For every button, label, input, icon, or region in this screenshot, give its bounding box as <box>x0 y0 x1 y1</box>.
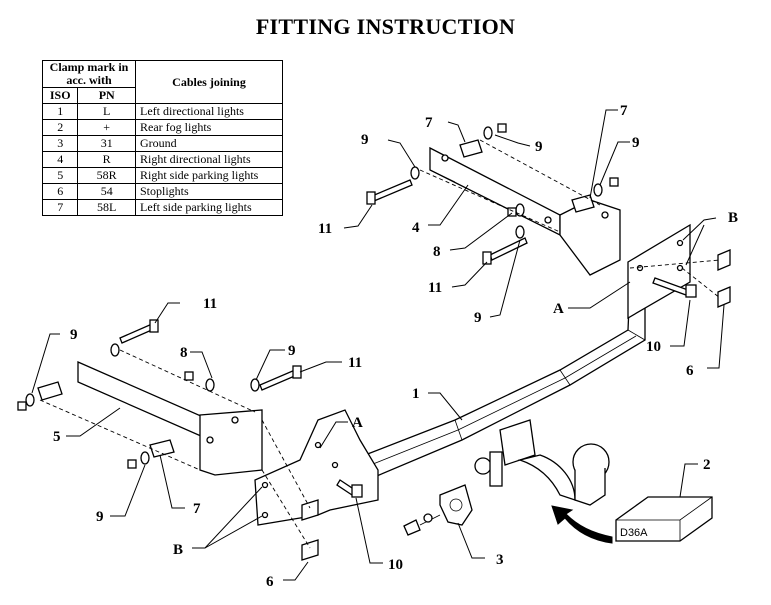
label-7: 7 <box>620 103 628 119</box>
tow-ball-assembly <box>474 419 610 506</box>
right-end-plate <box>627 223 691 320</box>
label-7: 7 <box>425 115 433 131</box>
label-11: 11 <box>318 221 332 237</box>
label-11: 11 <box>203 296 217 312</box>
label-7: 7 <box>193 501 201 517</box>
label-6: 6 <box>266 574 274 590</box>
label-8: 8 <box>433 244 441 260</box>
label-3: 3 <box>496 552 504 568</box>
label-9: 9 <box>361 132 369 148</box>
label-B: B <box>728 210 738 226</box>
label-5: 5 <box>53 429 61 445</box>
label-9: 9 <box>288 343 296 359</box>
page-title: FITTING INSTRUCTION <box>255 14 516 39</box>
label-6: 6 <box>686 363 694 379</box>
label-10: 10 <box>646 339 661 355</box>
label-A: A <box>352 415 363 431</box>
label-8: 8 <box>180 345 188 361</box>
alignment-lines <box>39 139 721 549</box>
packaging-box <box>615 496 713 542</box>
box-code: D36A <box>620 527 648 539</box>
header-clamp-mark: Clamp mark in acc. with <box>42 60 136 88</box>
bolt <box>119 179 528 391</box>
direction-arrow <box>551 505 613 544</box>
nut <box>17 123 619 469</box>
label-A: A <box>553 301 564 317</box>
socket-bracket <box>403 484 473 536</box>
washer <box>25 126 603 465</box>
header-pn: PN <box>77 87 136 104</box>
label-10: 10 <box>388 557 403 573</box>
left-side-bracket <box>77 361 263 476</box>
label-9: 9 <box>96 509 104 525</box>
label-11: 11 <box>348 355 362 371</box>
label-9: 9 <box>632 135 640 151</box>
spacer-tube <box>37 139 595 458</box>
label-9: 9 <box>474 310 482 326</box>
label-4: 4 <box>412 220 420 236</box>
right-side-bracket <box>429 146 621 276</box>
left-end-plate <box>254 409 379 526</box>
leader-lines <box>31 109 725 581</box>
mounting-bolt <box>336 277 697 498</box>
clamp-plate <box>301 249 731 561</box>
header-cables-joining: Cables joining <box>135 60 283 104</box>
label-9: 9 <box>70 327 78 343</box>
label-11: 11 <box>428 280 442 296</box>
label-B: B <box>173 542 183 558</box>
label-2: 2 <box>703 457 711 473</box>
label-9: 9 <box>535 139 543 155</box>
label-1: 1 <box>412 386 420 402</box>
callout-labels: 9 7 9 7 9 11 4 8 11 9 A B 10 6 11 9 8 9 … <box>53 103 738 590</box>
cable-joining-table: Clamp mark in acc. with Cables joining I… <box>41 60 283 216</box>
